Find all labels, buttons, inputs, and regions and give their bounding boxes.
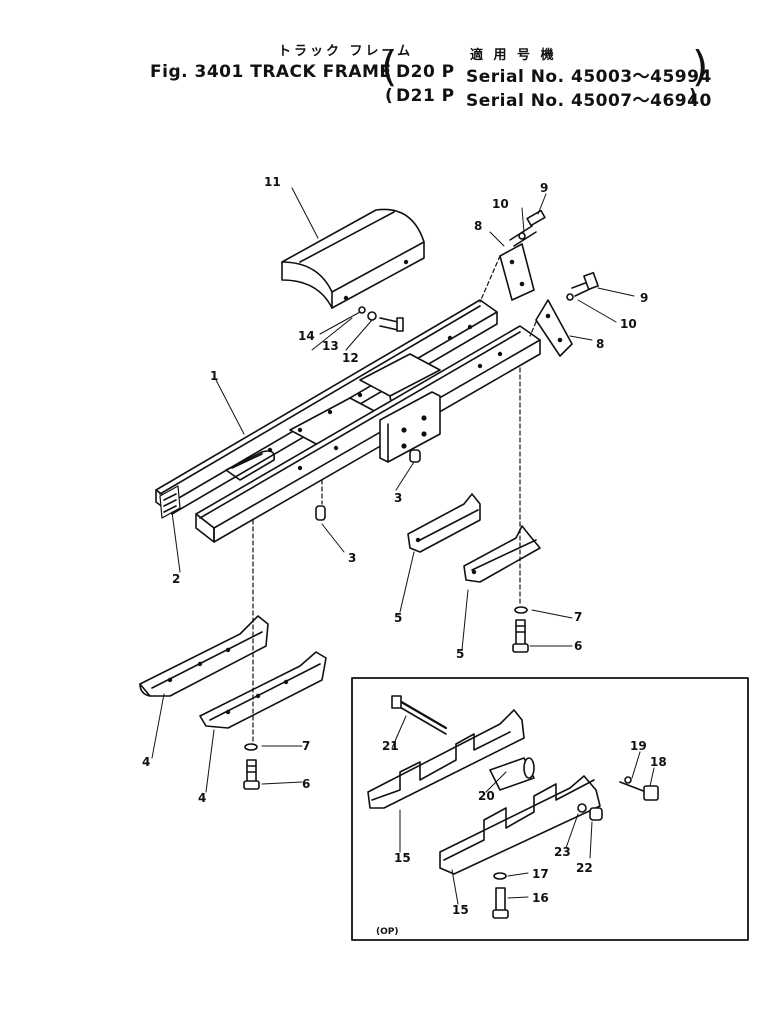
callout-8-b: 8: [596, 337, 604, 351]
callout-18: 18: [650, 755, 667, 769]
callout-7-a: 7: [574, 610, 582, 624]
japanese-applicable-label: 適 用 号 機: [470, 48, 557, 63]
serial-range-d20p: Serial No. 45003～45994: [466, 67, 712, 87]
optional-kit-inset: [351, 677, 749, 941]
callout-1: 1: [210, 369, 218, 383]
callout-10-b: 10: [620, 317, 637, 331]
callout-8-a: 8: [474, 219, 482, 233]
serial-row-open-paren: (: [385, 86, 394, 106]
callout-17: 17: [532, 867, 549, 881]
callout-15-b: 15: [452, 903, 469, 917]
figure-title: Fig. 3401 TRACK FRAME: [150, 62, 392, 82]
serial-row-close-paren: ): [689, 86, 698, 106]
callout-6-a: 6: [574, 639, 582, 653]
inset-option-note: (OP): [376, 927, 398, 937]
model-d20p: D20 P: [396, 62, 455, 82]
guard-part-5: [407, 493, 481, 553]
bracket-upper: [499, 209, 546, 301]
rock-guard-part-4: [139, 615, 269, 697]
inset-parts: [367, 695, 659, 919]
callout-5-b: 5: [456, 647, 464, 661]
callout-4-a: 4: [142, 755, 150, 769]
callout-23: 23: [554, 845, 571, 859]
callout-13: 13: [322, 339, 339, 353]
bolt-6-right: [512, 606, 529, 653]
callout-19: 19: [630, 739, 647, 753]
callout-2: 2: [172, 572, 180, 586]
right-bracket: ): [692, 42, 709, 91]
callout-6-b: 6: [302, 777, 310, 791]
cover-part-11: [281, 208, 425, 309]
callout-14: 14: [298, 329, 315, 343]
callout-15-a: 15: [394, 851, 411, 865]
bracket-lower: [535, 271, 599, 357]
callout-3-b: 3: [348, 551, 356, 565]
callout-11: 11: [264, 175, 281, 189]
left-bracket: (: [381, 42, 398, 91]
bushing-3: [315, 449, 421, 521]
callout-4-b: 4: [198, 791, 206, 805]
alignment-lines: [252, 255, 537, 745]
callout-21: 21: [382, 739, 399, 753]
callout-20: 20: [478, 789, 495, 803]
model-d21p: D21 P: [396, 86, 455, 106]
leader-lines: [151, 187, 655, 905]
callout-9-a: 9: [540, 181, 548, 195]
track-frame: [155, 299, 541, 543]
callout-22: 22: [576, 861, 593, 875]
japanese-title: トラック フレーム: [278, 44, 414, 59]
callout-10-a: 10: [492, 197, 509, 211]
callout-5-a: 5: [394, 611, 402, 625]
rock-guard-part-4-b: [199, 651, 327, 729]
callout-16: 16: [532, 891, 549, 905]
callout-3-a: 3: [394, 491, 402, 505]
serial-range-d21p: Serial No. 45007～46940: [466, 91, 712, 111]
bolt-6-left: [243, 743, 260, 790]
guard-part-5-b: [463, 525, 541, 583]
callout-12: 12: [342, 351, 359, 365]
callout-9-b: 9: [640, 291, 648, 305]
callout-7-b: 7: [302, 739, 310, 753]
